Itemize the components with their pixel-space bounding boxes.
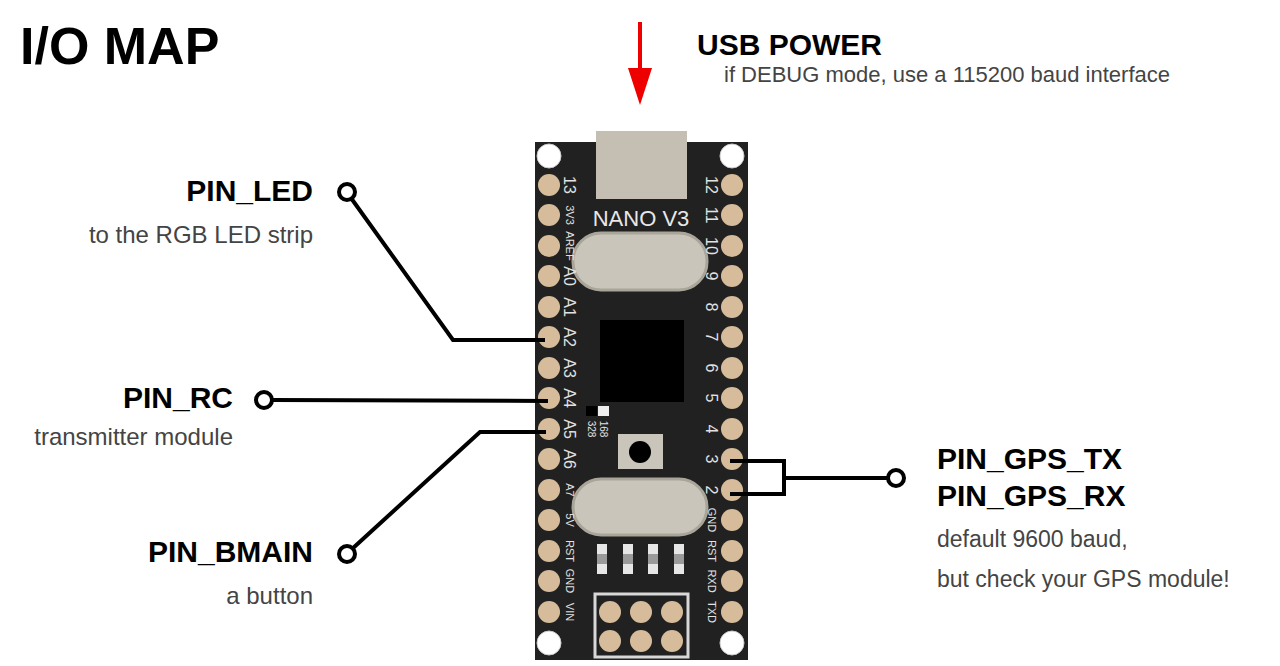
pin-name: GND (564, 569, 575, 593)
chip-mark (586, 406, 597, 416)
header-pins (538, 174, 743, 623)
pin-name: 3 (703, 455, 719, 464)
signal-name: PIN_GPS_TX (937, 442, 1122, 477)
pin-name: A6 (561, 449, 577, 469)
pin-name: 9 (703, 272, 719, 281)
leader-lines (256, 184, 904, 562)
pin-name: A3 (561, 358, 577, 378)
pin-name: 3V3 (564, 205, 575, 225)
note-text: transmitter module (34, 423, 233, 451)
pin-name: A2 (561, 327, 577, 347)
pin-name: TXD (706, 601, 717, 623)
board-name: NANO V3 (593, 206, 690, 231)
pin-name: VIN (564, 603, 575, 621)
pin-name: RST (564, 540, 575, 562)
note-text: a button (226, 582, 313, 610)
chip-marking: 328 (586, 421, 596, 438)
note-text: but check your GPS module! (937, 566, 1230, 592)
pin-name: 12 (703, 176, 719, 194)
note-text: to the RGB LED strip (89, 221, 313, 249)
pin-name: 6 (703, 364, 719, 373)
pin-name: 5V (564, 513, 575, 526)
pin-name: 10 (703, 237, 719, 255)
usb-arrow (628, 22, 652, 105)
pin-name: A5 (561, 419, 577, 439)
crystal (573, 479, 707, 535)
pin-name: 7 (703, 333, 719, 342)
pin-name: 2 (703, 486, 719, 495)
chip-mark (598, 406, 609, 416)
pin-name: 11 (703, 207, 719, 224)
crystal (573, 233, 707, 290)
note-text: if DEBUG mode, use a 115200 baud interfa… (724, 62, 1170, 87)
reset-button-cap (629, 441, 651, 463)
chip (600, 320, 684, 402)
section-heading: USB POWER (697, 28, 882, 63)
usb-connector (596, 131, 687, 199)
pin-name: 8 (703, 303, 719, 312)
signal-name: PIN_BMAIN (148, 535, 313, 570)
reset-button (618, 434, 663, 469)
pin-name: RXD (706, 569, 717, 592)
chip-marking: 168 (598, 421, 608, 438)
note-text: default 9600 baud, (937, 526, 1128, 552)
icsp-header (595, 594, 688, 657)
signal-name: PIN_LED (186, 174, 313, 209)
pin-name: GND (706, 508, 717, 532)
pin-name: RST (706, 540, 717, 562)
signal-name: PIN_RC (123, 381, 233, 416)
pin-name: A7 (564, 483, 575, 496)
signal-name: PIN_GPS_RX (937, 479, 1125, 514)
pin-name: A1 (561, 297, 577, 317)
pin-name: 4 (703, 425, 719, 434)
board (535, 142, 748, 660)
diagram-title: I/O MAP (20, 17, 219, 77)
pin-name: 13 (561, 176, 577, 194)
pin-name: 5 (703, 394, 719, 403)
pin-name: AREF (564, 231, 575, 260)
smd-leds (597, 544, 684, 574)
corner-holes (537, 144, 744, 655)
pin-name: A4 (561, 388, 577, 408)
pin-name: A0 (561, 266, 577, 286)
